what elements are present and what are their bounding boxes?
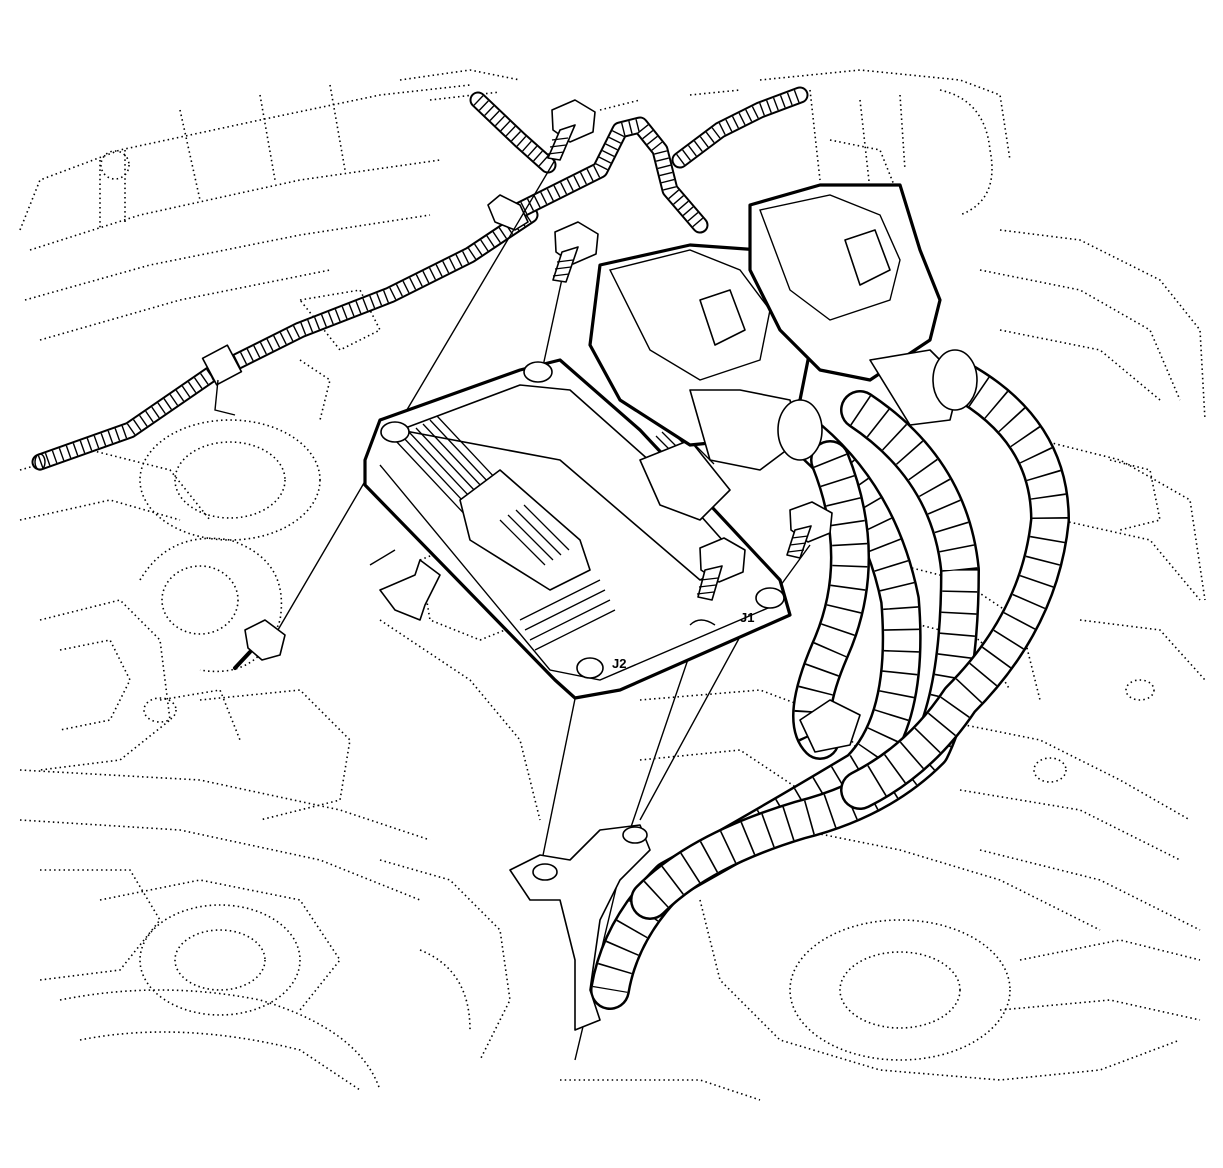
ecm-socket-j2 xyxy=(459,469,591,591)
label-j2: J2 xyxy=(612,656,626,671)
engine-control-module: J2 J1 xyxy=(363,358,792,700)
mount-boss-2 xyxy=(523,361,553,383)
bolt-1 xyxy=(547,99,596,161)
push-pin-fastener xyxy=(233,619,286,670)
main-wiring-harness xyxy=(590,360,1070,1010)
mount-boss-3 xyxy=(755,587,785,609)
bolt-4 xyxy=(786,501,833,559)
harness-clip xyxy=(201,344,243,386)
label-j1: J1 xyxy=(740,610,754,625)
bolt-2 xyxy=(552,221,599,283)
bolt-3 xyxy=(696,537,746,601)
harness-connector-2 xyxy=(748,183,978,426)
ecm-socket-j1 xyxy=(639,439,731,521)
lower-mounting-bracket xyxy=(509,824,651,1031)
harness-connector-1 xyxy=(588,243,823,471)
mount-boss-1 xyxy=(380,421,410,443)
harness-clip-lower xyxy=(799,699,861,753)
upper-wiring-harness xyxy=(487,86,809,234)
mount-boss-4 xyxy=(576,657,604,679)
direction-arrow xyxy=(369,549,441,621)
left-wiring-harness xyxy=(31,91,557,471)
